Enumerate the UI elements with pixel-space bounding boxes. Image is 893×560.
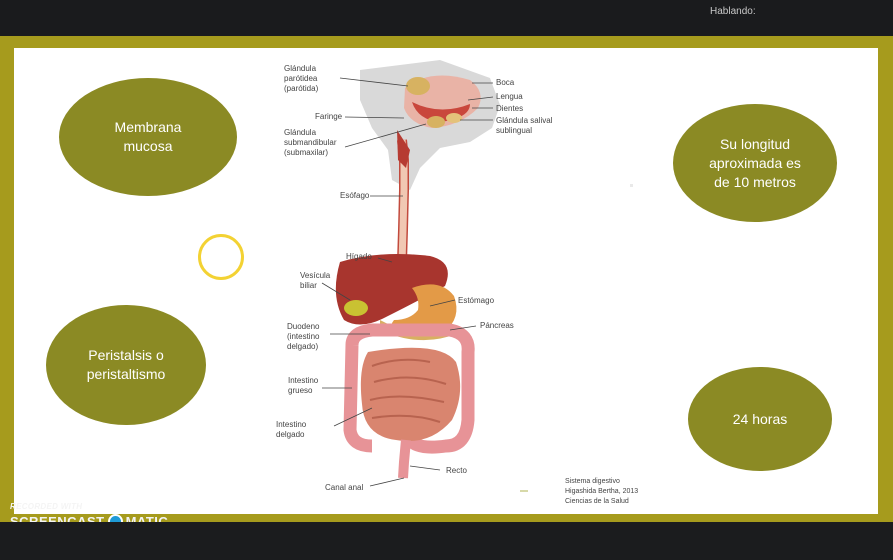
label-vesicula: Vesícula biliar — [300, 271, 330, 291]
label-submandibular: Glándula submandibular (submaxilar) — [284, 128, 336, 158]
label-boca: Boca — [496, 78, 514, 88]
label-intestino-grueso: Intestino grueso — [288, 376, 318, 396]
label-esofago: Esófago — [340, 191, 369, 201]
label-intestino-delgado: Intestino delgado — [276, 420, 306, 440]
label-duodeno: Duodeno (intestino delgado) — [287, 322, 319, 352]
label-sublingual: Glándula salival sublingual — [496, 116, 552, 136]
label-faringe: Faringe — [315, 112, 342, 122]
label-higado: Hígado — [346, 252, 372, 262]
bottom-bar — [0, 522, 893, 560]
label-pancreas: Páncreas — [480, 321, 514, 331]
label-canal-anal: Canal anal — [325, 483, 363, 493]
watermark-recorded-with: RECORDED WITH — [10, 502, 82, 511]
label-lengua: Lengua — [496, 92, 523, 102]
label-parotida: Glándula parótidea (parótida) — [284, 64, 318, 94]
figure-credit: Sistema digestivo Higashida Bertha, 2013… — [565, 477, 638, 507]
label-estomago: Estómago — [458, 296, 494, 306]
label-recto: Recto — [446, 466, 467, 476]
label-dientes: Dientes — [496, 104, 523, 114]
